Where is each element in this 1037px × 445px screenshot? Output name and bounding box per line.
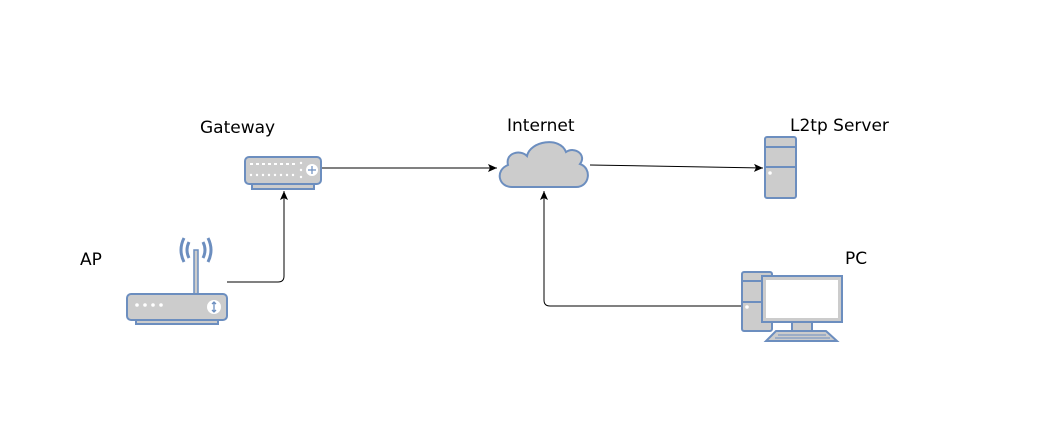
server-icon[interactable] [764, 136, 797, 199]
edge-internet-l2tp[interactable] [589, 163, 764, 172]
gateway-label: Gateway [200, 118, 275, 138]
l2tp-server-label: L2tp Server [790, 116, 889, 136]
edge-ap-gateway[interactable] [227, 191, 288, 283]
gateway-switch-icon[interactable] [244, 156, 322, 190]
internet-label: Internet [507, 116, 575, 136]
ap-label: AP [80, 250, 102, 270]
internet-cloud-icon[interactable] [498, 141, 589, 188]
pc-label: PC [845, 249, 867, 269]
edge-pc-internet[interactable] [540, 191, 741, 307]
pc-icon[interactable] [741, 271, 843, 342]
access-point-icon[interactable] [126, 237, 228, 325]
